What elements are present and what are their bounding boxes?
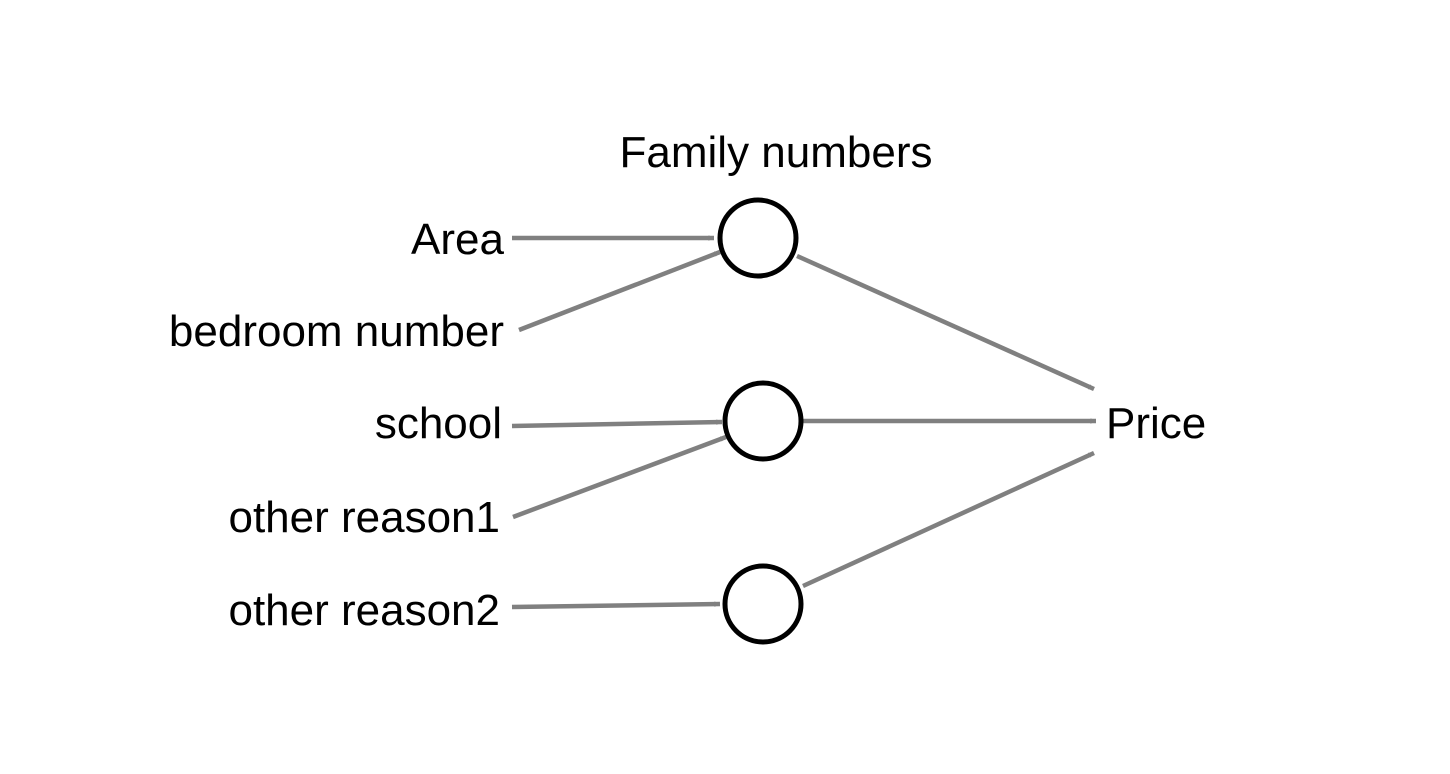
input-label-other-reason1: other reason1 <box>228 493 500 542</box>
edge-node1-to-price <box>796 253 1095 392</box>
input-label-area: Area <box>411 215 504 264</box>
input-label-other-reason2: other reason2 <box>228 586 500 635</box>
edge-school-to-node2 <box>511 419 723 429</box>
hidden-node-1 <box>717 197 799 279</box>
edge-reason2-to-node3 <box>511 601 721 610</box>
edge-node3-to-price <box>802 450 1095 589</box>
input-label-bedroom-number: bedroom number <box>169 307 504 356</box>
edge-bedroom-to-node1 <box>518 249 721 333</box>
input-label-school: school <box>375 399 502 448</box>
hidden-layer-title: Family numbers <box>620 128 933 177</box>
hidden-node-3 <box>722 563 804 645</box>
output-label-price: Price <box>1106 399 1206 448</box>
hidden-node-2 <box>722 380 804 462</box>
edge-reason1-to-node2 <box>512 434 727 520</box>
